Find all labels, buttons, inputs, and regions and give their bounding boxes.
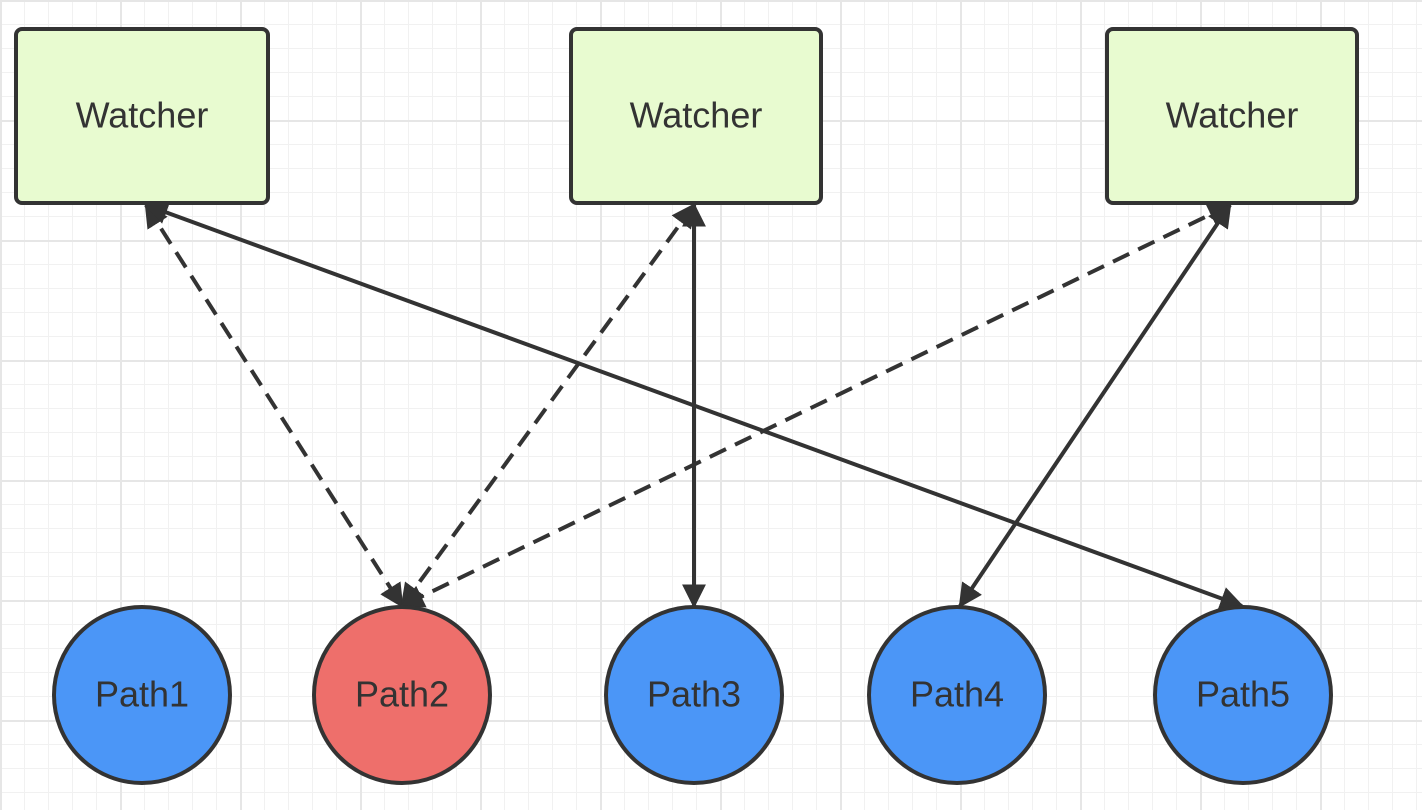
watcher-box <box>1105 27 1359 205</box>
path-node-5[interactable]: Path5 <box>1153 605 1333 785</box>
path-node-3[interactable]: Path3 <box>604 605 784 785</box>
edge-watcher3-path4 <box>958 203 1232 608</box>
path-node-2[interactable]: Path2 <box>312 605 492 785</box>
edges-layer <box>143 201 1245 610</box>
path-node-4[interactable]: Path4 <box>867 605 1047 785</box>
path-circle <box>867 605 1047 785</box>
watcher-box <box>14 27 270 205</box>
path-label: Path4 <box>910 674 1004 715</box>
path-circle-highlighted <box>312 605 492 785</box>
watcher-label: Watcher <box>630 95 763 136</box>
edge-watcher1-path2 <box>144 202 404 609</box>
watcher-node-1[interactable]: Watcher <box>14 27 270 205</box>
path-circle <box>52 605 232 785</box>
path-circle <box>1153 605 1333 785</box>
path-label: Path5 <box>1196 674 1290 715</box>
watcher-node-2[interactable]: Watcher <box>569 27 823 205</box>
path-circle <box>604 605 784 785</box>
edge-watcher3-path2 <box>399 203 1233 608</box>
edge-watcher2-path2 <box>400 203 696 608</box>
watcher-label: Watcher <box>1166 95 1299 136</box>
watcher-label: Watcher <box>76 95 209 136</box>
path-label: Path2 <box>355 674 449 715</box>
watcher-box <box>569 27 823 205</box>
path-label: Path3 <box>647 674 741 715</box>
watcher-node-3[interactable]: Watcher <box>1105 27 1359 205</box>
path-label: Path1 <box>95 674 189 715</box>
path-node-1[interactable]: Path1 <box>52 605 232 785</box>
